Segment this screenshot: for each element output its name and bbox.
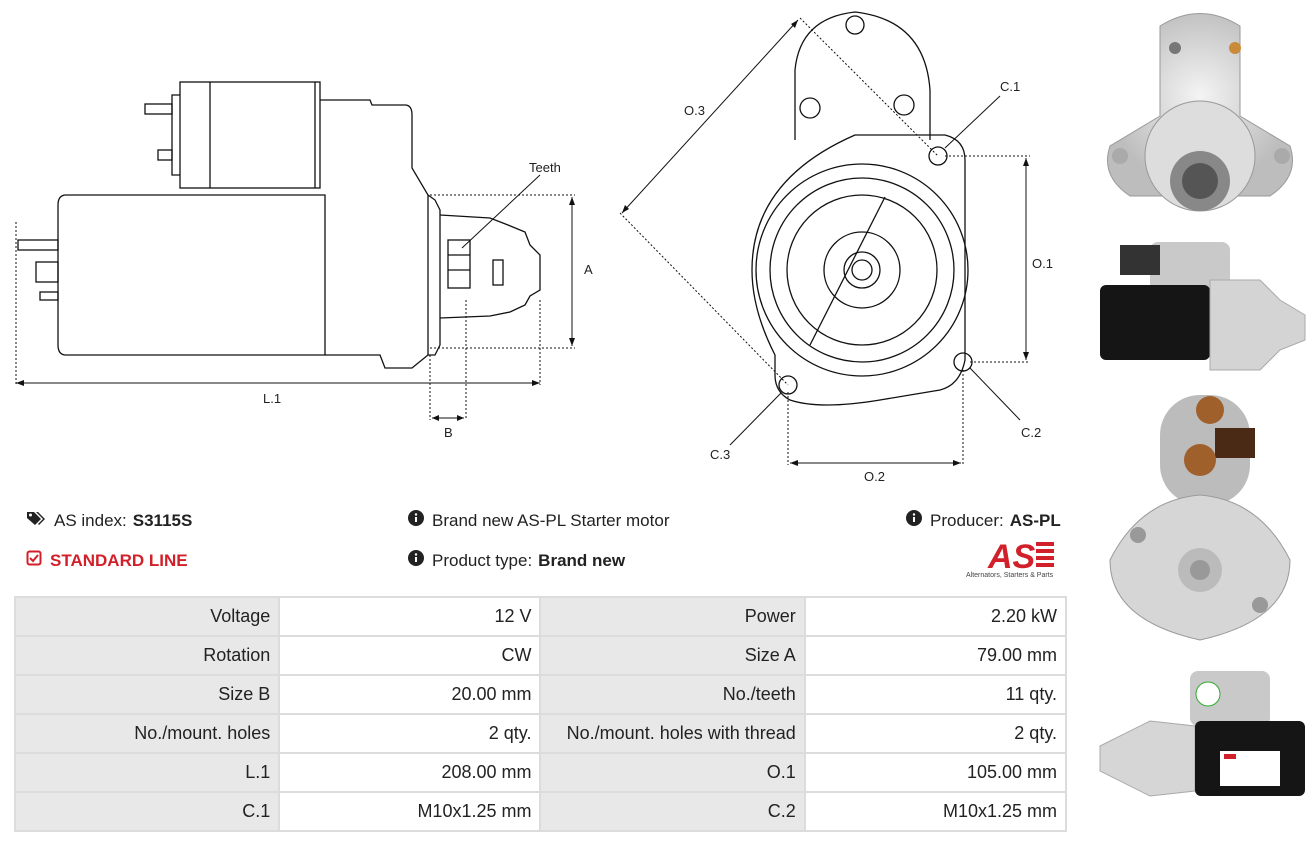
- dim-o3-label: O.3: [684, 103, 705, 118]
- info-circle-icon: [408, 550, 424, 571]
- spec-key: Power: [541, 598, 804, 635]
- photo-label-side: [1099, 671, 1305, 797]
- dim-c2-label: C.2: [1021, 425, 1041, 440]
- spec-value: M10x1.25 mm: [805, 793, 1065, 830]
- spec-value: 208.00 mm: [280, 754, 540, 791]
- spec-value: 79.00 mm: [805, 637, 1065, 674]
- dim-l1-label: L.1: [263, 391, 281, 406]
- photo-rear: [1109, 395, 1291, 641]
- description-row: Brand new AS-PL Starter motor: [408, 510, 669, 531]
- producer-value: AS-PL: [1009, 510, 1061, 530]
- producer-row: Producer: AS-PL: [906, 510, 1061, 531]
- spec-key: C.2: [541, 793, 804, 830]
- product-type-row: Product type: Brand new: [408, 550, 625, 571]
- technical-drawing: Teeth A L.1 B: [15, 11, 1053, 484]
- spec-key: Rotation: [16, 637, 279, 674]
- as-index-value: S3115S: [132, 510, 193, 530]
- product-type-value: Brand new: [538, 550, 626, 570]
- spec-value: 105.00 mm: [805, 754, 1065, 791]
- spec-key: Size A: [541, 637, 804, 674]
- dim-c3-label: C.3: [710, 447, 730, 462]
- spec-key: L.1: [16, 754, 279, 791]
- photo-side: [1100, 242, 1306, 371]
- description-text: Brand new AS-PL Starter motor: [432, 510, 670, 530]
- info-circle-icon: [408, 510, 424, 531]
- spec-value: 11 qty.: [805, 676, 1065, 713]
- spec-key: No./teeth: [541, 676, 804, 713]
- photo-front: [1107, 13, 1293, 212]
- teeth-label: Teeth: [529, 160, 561, 175]
- dim-o1-label: O.1: [1032, 256, 1053, 271]
- spec-value: 2 qty.: [805, 715, 1065, 752]
- standard-line-label: STANDARD LINE: [50, 550, 188, 570]
- spec-value: 2.20 kW: [805, 598, 1065, 635]
- as-index-label: AS index:: [54, 510, 127, 530]
- spec-key: Voltage: [16, 598, 279, 635]
- as-pl-logo: AS Alternators, Starters & Parts: [966, 538, 1068, 584]
- producer-label: Producer:: [930, 510, 1004, 530]
- svg-text:AS: AS: [987, 540, 1036, 572]
- spec-value: 20.00 mm: [280, 676, 540, 713]
- spec-value: 2 qty.: [280, 715, 540, 752]
- spec-value: M10x1.25 mm: [280, 793, 540, 830]
- logo-tagline: Alternators, Starters & Parts: [966, 572, 1054, 579]
- product-type-label: Product type:: [432, 550, 533, 570]
- spec-key: No./mount. holes with thread: [541, 715, 804, 752]
- info-circle-icon: [906, 510, 922, 531]
- spec-value: CW: [280, 637, 540, 674]
- dim-o2-label: O.2: [864, 469, 885, 484]
- dim-c1-label: C.1: [1000, 79, 1020, 94]
- spec-key: No./mount. holes: [16, 715, 279, 752]
- product-photos: [1084, 0, 1316, 860]
- standard-line-badge: STANDARD LINE: [26, 550, 188, 571]
- spec-key: O.1: [541, 754, 804, 791]
- check-square-icon: [26, 550, 42, 571]
- as-index-row: AS index: S3115S: [26, 510, 192, 531]
- dim-b-label: B: [444, 425, 453, 440]
- spec-value: 12 V: [280, 598, 540, 635]
- spec-key: Size B: [16, 676, 279, 713]
- tags-icon: [26, 510, 46, 531]
- spec-key: C.1: [16, 793, 279, 830]
- dim-a-label: A: [584, 262, 593, 277]
